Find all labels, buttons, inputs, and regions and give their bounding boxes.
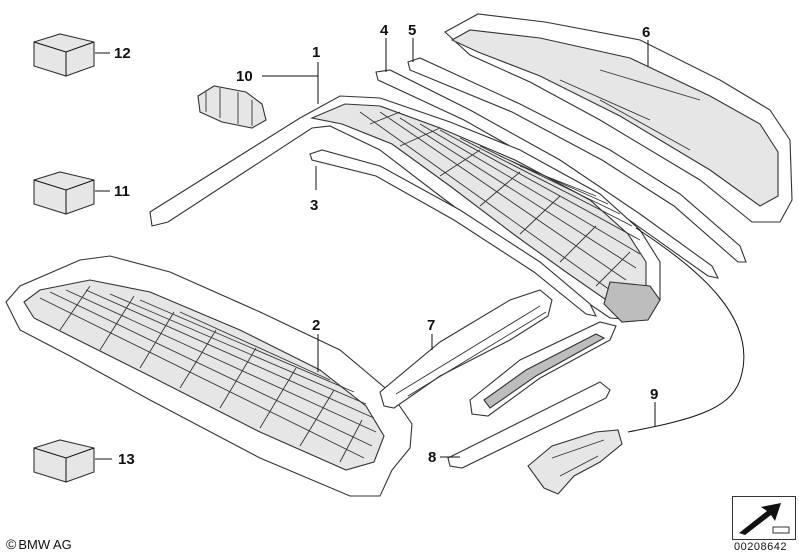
part-11-package[interactable] [33,171,95,215]
callout-3: 3 [310,197,318,214]
callout-12: 12 [114,45,131,62]
copyright-notice: ©BMW AG [6,536,72,552]
part-9-cable-bracket[interactable] [527,227,745,495]
part-10-actuator[interactable] [197,85,267,129]
part-5-seal-strip[interactable] [407,57,747,263]
part-13-package[interactable] [33,439,95,483]
part-6-cover-panel[interactable] [444,13,793,223]
callout-4: 4 [380,22,389,39]
callout-5: 5 [408,22,416,39]
part-1-frame[interactable] [149,95,661,323]
callout-1: 1 [312,44,320,61]
callout-9: 9 [650,386,658,403]
arrow-icon [739,503,790,535]
callout-10: 10 [236,68,253,85]
document-number: 00208642 [734,541,787,553]
leader-lines [95,38,656,460]
part-7-side-rail[interactable] [379,289,553,409]
callout-2: 2 [312,317,320,334]
part-3-seal[interactable] [309,149,597,317]
part-2-bottom-panel[interactable] [5,255,413,497]
part-8-trim[interactable] [447,321,617,469]
callout-11: 11 [114,183,130,200]
part-12-package[interactable] [33,33,95,77]
part-4-seal-strip[interactable] [375,69,719,279]
callout-8: 8 [428,449,436,466]
copyright-symbol: © [6,536,17,552]
callout-7: 7 [427,317,435,334]
copyright-text: BMW AG [18,537,72,552]
callout-6: 6 [642,24,650,41]
callout-13: 13 [118,451,135,468]
navigation-arrow-box[interactable] [732,496,796,540]
